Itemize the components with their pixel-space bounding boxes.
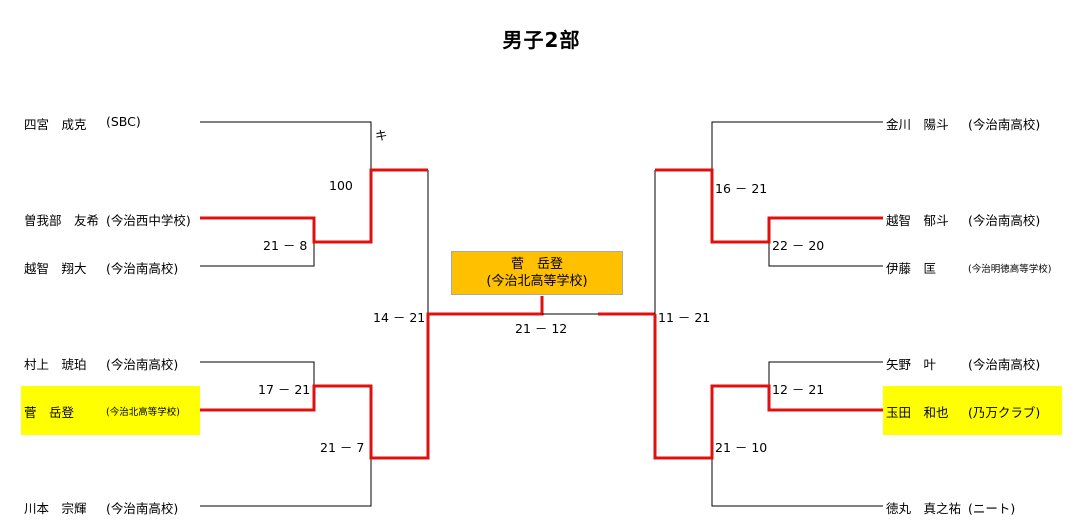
score-final: 21 － 12: [515, 321, 568, 336]
left-player-2-name: 曽我部 友希: [24, 213, 100, 228]
left-player-1-team: (SBC): [106, 114, 141, 129]
score-left-r2-bottom: 21 － 7: [320, 440, 365, 455]
score-right-semi: 11 － 21: [658, 310, 711, 325]
champion-team: (今治北高等学校): [486, 274, 588, 289]
line-left-p4: [200, 361, 315, 386]
line-left-p3: [200, 242, 315, 267]
line-right-p4: [768, 361, 883, 386]
score-left-r1-bottom: 17 － 21: [258, 382, 311, 397]
line-right-p6: [711, 458, 883, 507]
highlight-left-winner: [21, 386, 200, 435]
win-left-p2: [200, 168, 428, 244]
right-player-5-name: 玉田 和也: [886, 405, 949, 420]
score-right-r2-bottom: 21 － 10: [715, 440, 768, 455]
left-player-4-team: (今治南高校): [106, 357, 179, 372]
win-right-p5: [653, 314, 883, 460]
score-left-r2-top: 100: [329, 178, 353, 193]
left-player-6-team: (今治南高校): [106, 501, 179, 516]
win-left-p5: [200, 296, 544, 460]
right-player-3-name: 伊藤 匡: [886, 261, 937, 276]
score-left-semi: 14 － 21: [373, 310, 426, 325]
score-right-r2-top: 16 － 21: [715, 181, 768, 196]
score-right-r1-top: 22 － 20: [772, 238, 825, 253]
left-player-3-team: (今治南高校): [106, 261, 179, 276]
right-player-4-name: 矢野 叶: [886, 357, 937, 372]
left-player-2-team: (今治西中学校): [106, 213, 191, 228]
champion-name: 菅 岳登: [510, 257, 563, 272]
line-right-p1: [711, 121, 883, 170]
score-left-r2-top-note: キ: [375, 128, 388, 143]
left-player-4-name: 村上 琥珀: [24, 357, 87, 372]
right-player-3-team: (今治明徳高等学校): [968, 264, 1052, 275]
left-player-5-name: 菅 岳登: [24, 405, 75, 420]
score-right-r1-bottom: 12 － 21: [772, 382, 825, 397]
win-right-p2: [655, 168, 883, 244]
right-player-6-team: (ニート): [968, 501, 1016, 516]
champion-box: 菅 岳登 (今治北高等学校): [451, 251, 623, 295]
line-left-p1: [200, 121, 372, 170]
score-left-r1-top: 21 － 8: [263, 238, 308, 253]
right-player-2-name: 越智 郁斗: [886, 213, 949, 228]
right-player-1-name: 金川 陽斗: [886, 117, 949, 132]
line-right-p3: [768, 242, 883, 267]
line-left-p6: [200, 458, 372, 507]
right-player-6-name: 徳丸 真之祐: [886, 501, 962, 516]
left-player-3-name: 越智 翔大: [24, 261, 87, 276]
right-player-5-team: (乃万クラブ): [968, 405, 1041, 420]
left-player-1-name: 四宮 成克: [24, 117, 87, 132]
right-player-2-team: (今治南高校): [968, 213, 1041, 228]
left-player-6-name: 川本 宗輝: [24, 501, 87, 516]
left-player-5-team: (今治北高等学校): [106, 407, 180, 418]
bracket-title: 男子2部: [502, 28, 581, 52]
right-player-1-team: (今治南高校): [968, 117, 1041, 132]
right-player-4-team: (今治南高校): [968, 357, 1041, 372]
highlight-right-winner: [883, 386, 1062, 435]
